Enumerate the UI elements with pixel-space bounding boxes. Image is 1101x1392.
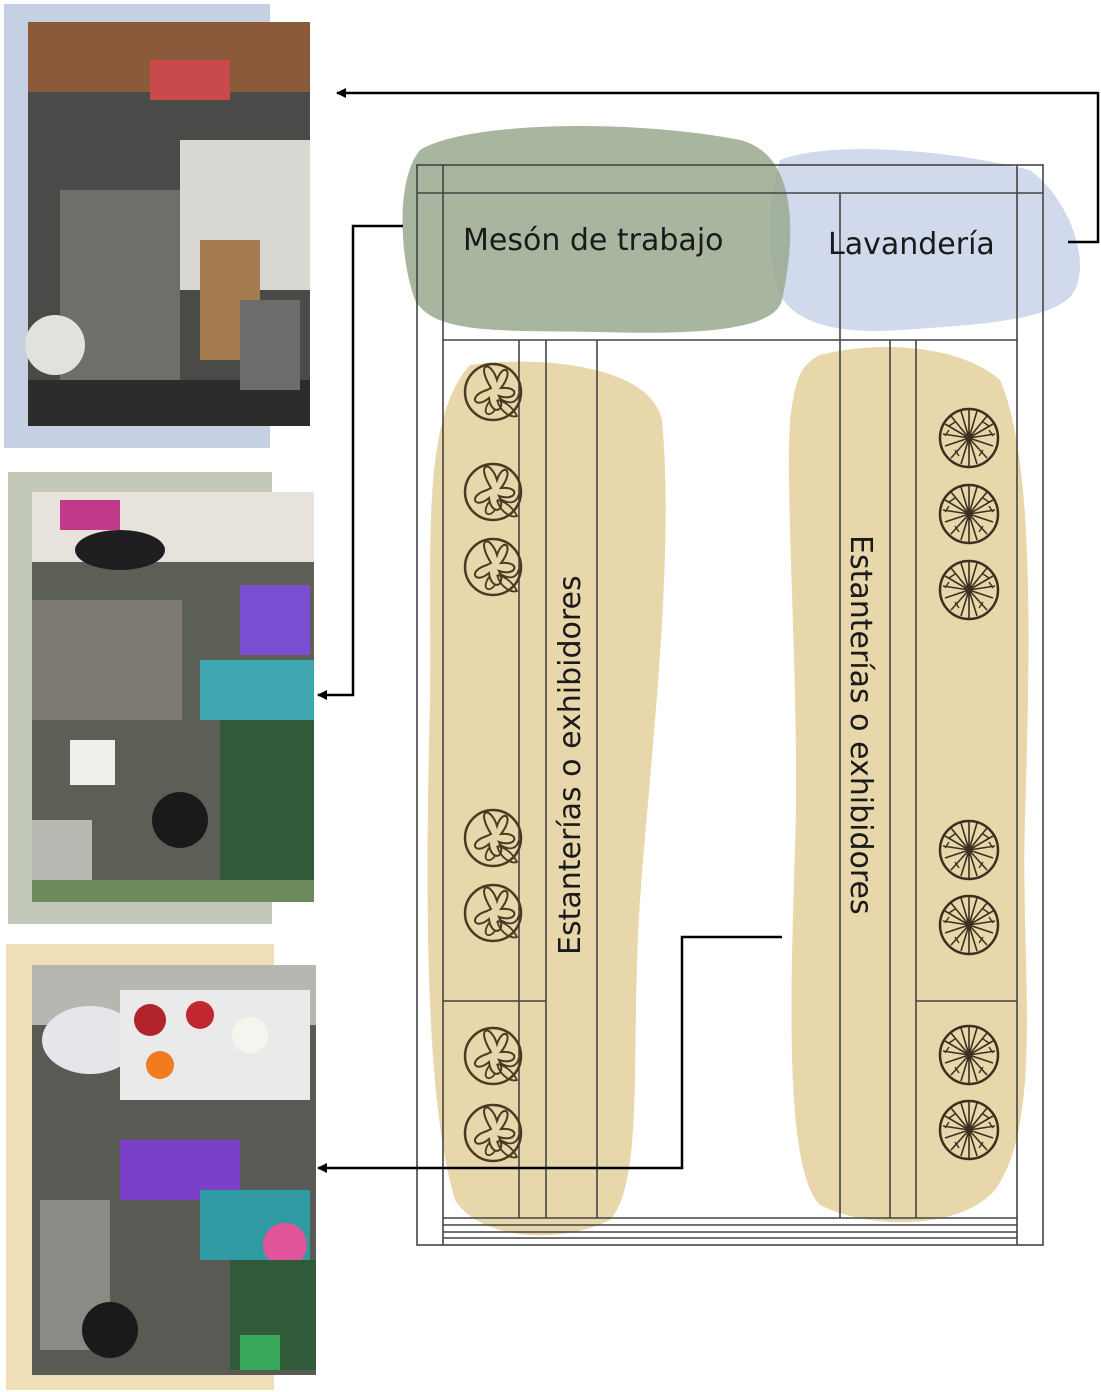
right-shelf-zone <box>788 347 1029 1223</box>
photo-storage-room <box>4 4 310 448</box>
arrow-shelves-to-display-photo <box>317 935 782 1173</box>
laundry-label: Lavandería <box>828 227 995 262</box>
photo-shop-aisle <box>8 472 314 924</box>
photo-flower-display <box>6 944 316 1390</box>
work-counter-label: Mesón de trabajo <box>463 223 724 258</box>
arrow-laundry-to-storage-photo <box>336 88 1100 244</box>
shelves-left-label: Estanterías o exhibidores <box>553 575 588 955</box>
arrow-counter-to-aisle-photo <box>317 224 403 700</box>
floor-plan-walls <box>416 164 1044 1246</box>
work-counter-zone <box>402 126 791 333</box>
connector-arrows <box>317 88 1100 1173</box>
laundry-zone <box>770 149 1080 331</box>
shelves-right-label: Estanterías o exhibidores <box>843 535 878 915</box>
